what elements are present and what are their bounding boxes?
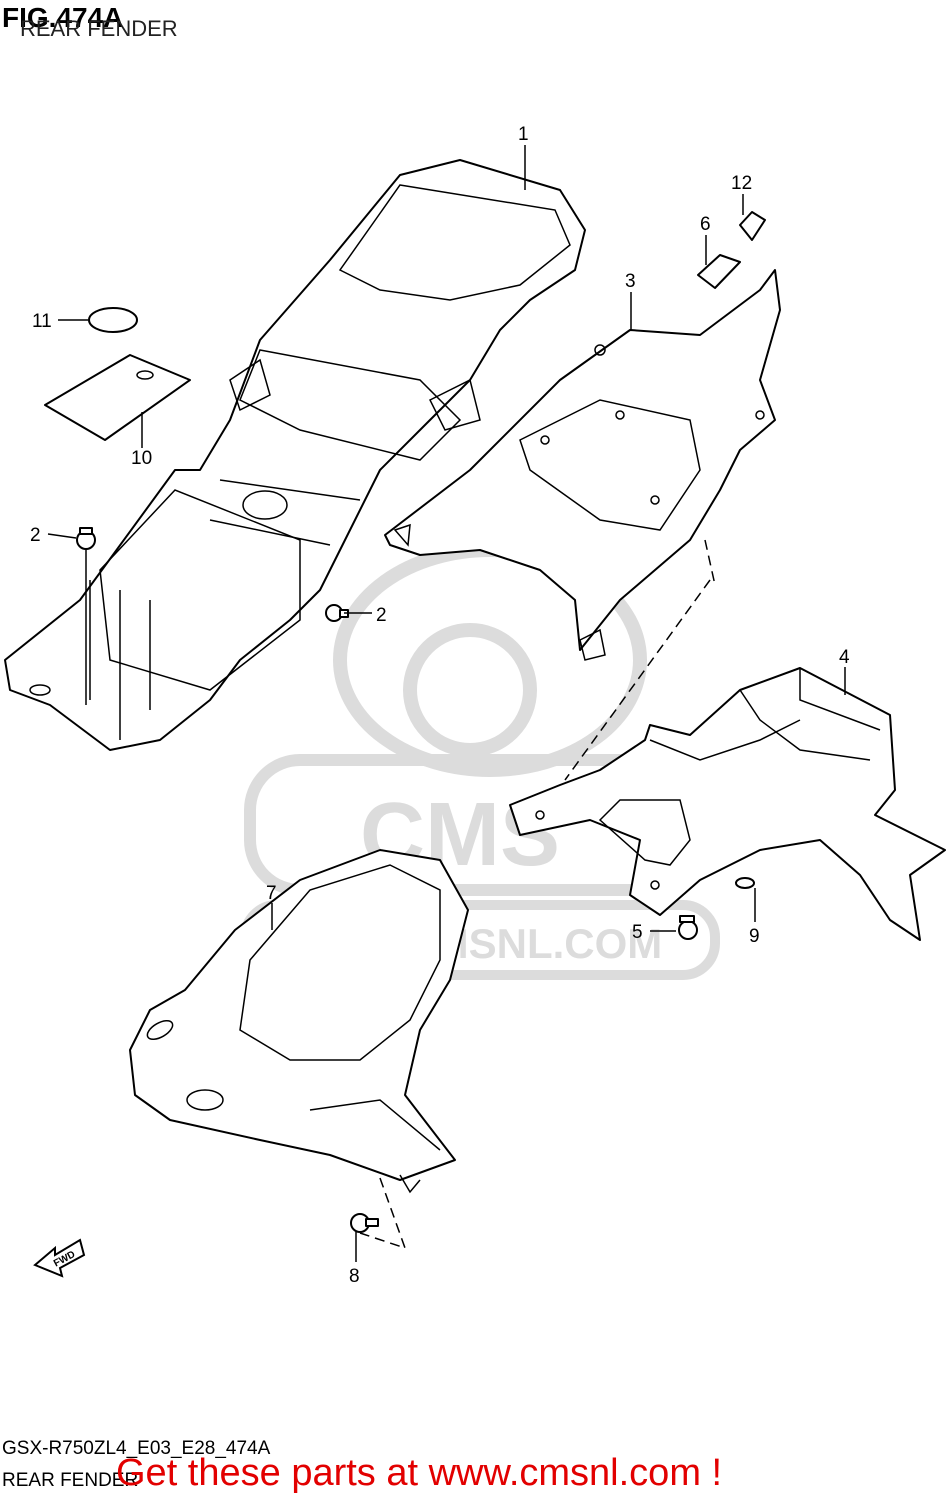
callout-8: 8 [349,1266,360,1287]
assembly-lines [359,539,716,1250]
callout-7: 7 [266,883,277,904]
callout-10: 10 [131,448,152,469]
forward-arrow-icon: FWD [33,1238,86,1278]
part-3-inner-fender [384,269,781,661]
part-8-bolt [350,1213,379,1233]
model-code: GSX-R750ZL4_E03_E28_474A [2,1438,271,1459]
callout-5: 5 [632,922,643,943]
part-10-pad [44,354,191,441]
part-1-rear-fender-undertray [4,159,586,751]
figure-title: FIG.474A [2,2,124,33]
part-6-pad [697,254,741,289]
callout-9: 9 [749,926,760,947]
callout-labels: 1 2 2 3 4 5 6 7 8 9 10 11 12 [30,124,850,1287]
callout-3: 3 [625,271,636,292]
part-7-front-fender [129,849,469,1194]
part-9-washer [735,877,755,889]
callout-11: 11 [32,311,52,332]
callout-1: 1 [518,124,529,145]
callout-2-upper: 2 [30,525,41,546]
section-name: REAR FENDER [2,1470,139,1491]
promo-link[interactable]: Get these parts at www.cmsnl.com ! [116,1452,723,1494]
callout-6: 6 [700,214,711,235]
figure-subtitle: REAR FENDER [20,16,178,41]
part-11-o-ring [88,307,138,333]
callout-12: 12 [731,173,752,194]
part-5-bolt [678,915,698,940]
part-4-rear-hugger [509,667,946,941]
leader-lines [47,145,846,1262]
callout-4: 4 [839,647,850,668]
part-2-bolt-upper [76,527,96,550]
part-12-label [739,211,766,241]
callout-2-lower: 2 [376,605,387,626]
